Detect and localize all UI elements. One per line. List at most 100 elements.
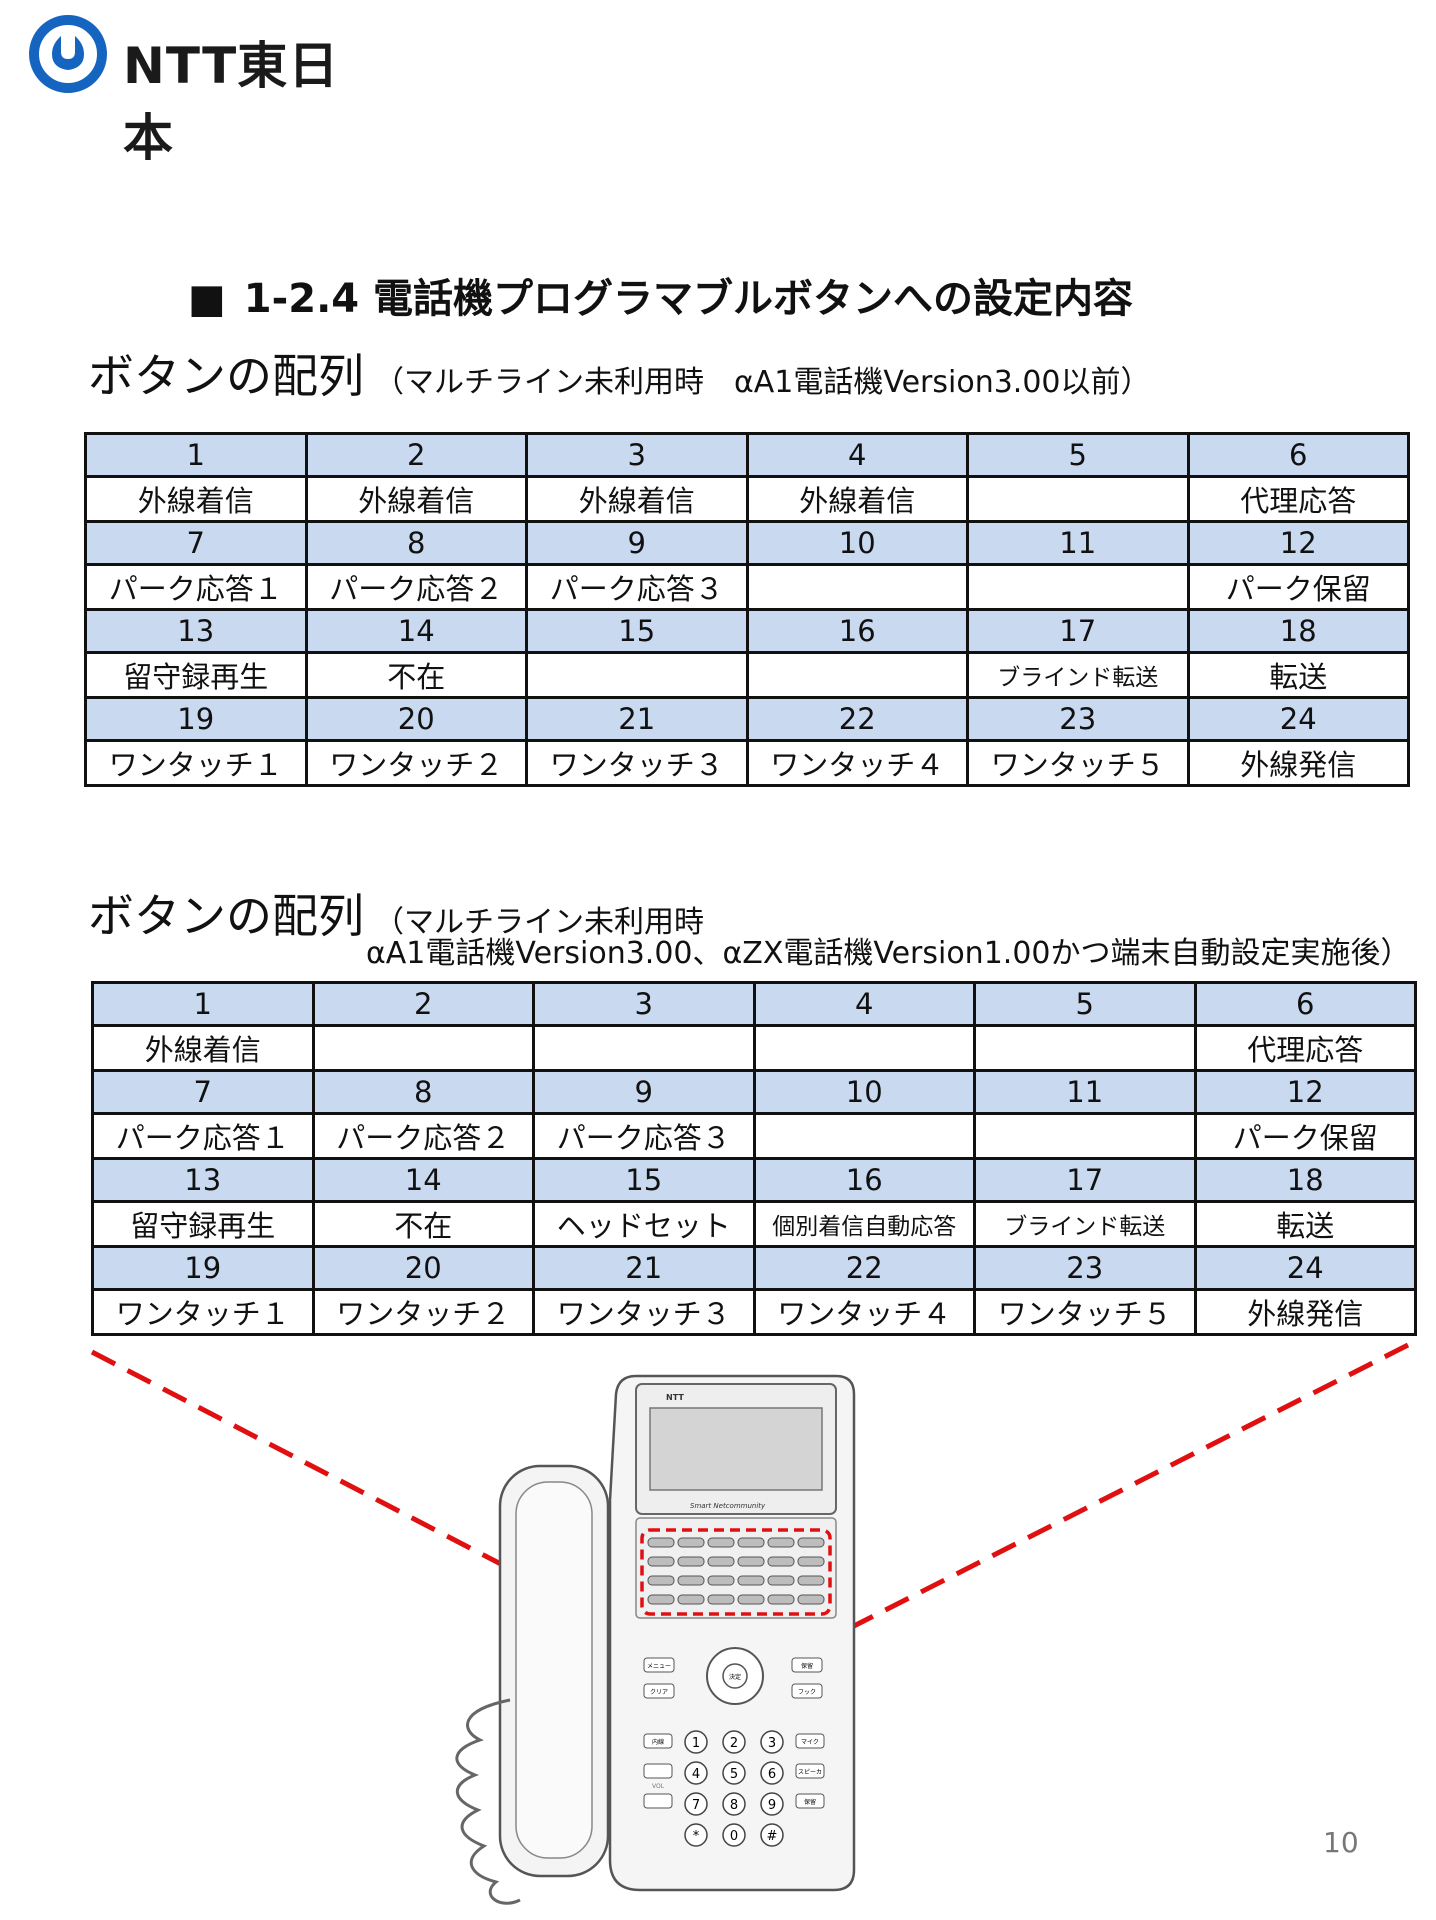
ntt-logo-mark-icon <box>29 15 107 93</box>
dial-key <box>760 1730 784 1754</box>
menu-key-label: メニュー <box>647 1663 671 1670</box>
dial-key <box>684 1761 708 1785</box>
button-label-cell: パーク応答２ <box>304 563 528 611</box>
button-number-cell: 19 <box>91 1245 315 1291</box>
button-number-cell: 15 <box>525 608 749 654</box>
button-label-cell: パーク応答１ <box>84 563 308 611</box>
phone-illustration: NTT Smart Netcommunity メニュー クリア 決定 保留 フッ… <box>455 1374 856 1905</box>
arrangement1-subheading: （マルチライン未利用時 αA1電話機Version3.00以前） <box>374 365 1151 400</box>
programmable-key <box>677 1575 705 1586</box>
programmable-key <box>707 1556 735 1567</box>
button-label-cell: ワンタッチ４ <box>752 1288 976 1336</box>
button-number-cell: 7 <box>84 520 308 566</box>
button-label-cell: 外線着信 <box>91 1024 315 1072</box>
programmable-key <box>677 1594 705 1605</box>
programmable-key <box>767 1575 795 1586</box>
button-label-row: 外線着信外線着信外線着信外線着信代理応答 <box>84 475 1410 523</box>
handset-inner <box>515 1481 593 1859</box>
button-number-cell: 17 <box>973 1157 1197 1203</box>
programmable-key <box>677 1556 705 1567</box>
button-label-cell <box>966 563 1190 611</box>
button-number-cell: 6 <box>1186 432 1410 478</box>
dial-key <box>684 1792 708 1816</box>
button-number-cell: 5 <box>966 432 1190 478</box>
hook-key-label: フック <box>798 1689 816 1696</box>
button-number-cell: 11 <box>966 520 1190 566</box>
dial-key-label: 2 <box>730 1736 738 1751</box>
button-number-cell: 22 <box>745 696 969 742</box>
dial-key <box>684 1823 708 1847</box>
programmable-key <box>707 1537 735 1548</box>
button-number-cell: 20 <box>311 1245 535 1291</box>
button-label-cell: パーク応答３ <box>525 563 749 611</box>
dial-key <box>722 1823 746 1847</box>
button-label-cell: ワンタッチ５ <box>966 739 1190 787</box>
button-label-cell: ワンタッチ４ <box>745 739 969 787</box>
programmable-key <box>797 1575 825 1586</box>
button-label-cell: 外線着信 <box>525 475 749 523</box>
button-label-cell: ワンタッチ１ <box>84 739 308 787</box>
arrangement2-heading: ボタンの配列（マルチライン未利用時 <box>88 880 704 946</box>
button-number-cell: 5 <box>973 981 1197 1027</box>
button-label-cell: パーク応答３ <box>532 1112 756 1160</box>
button-number-cell: 8 <box>304 520 528 566</box>
dial-key-label: 5 <box>730 1767 738 1782</box>
vol-label: VOL <box>652 1783 665 1790</box>
button-number-cell: 14 <box>304 608 528 654</box>
decide-key-label: 決定 <box>729 1673 741 1681</box>
button-label-row: 留守録再生不在ブラインド転送転送 <box>84 651 1410 699</box>
programmable-key <box>767 1537 795 1548</box>
button-number-cell: 22 <box>752 1245 976 1291</box>
button-number-cell: 13 <box>84 608 308 654</box>
naisen-key <box>643 1733 673 1749</box>
dial-key <box>722 1761 746 1785</box>
hold-key <box>791 1657 823 1673</box>
speaker-key-label: スピーカ <box>798 1769 822 1776</box>
decide-key <box>722 1663 748 1689</box>
button-label-cell: 外線着信 <box>84 475 308 523</box>
section-title: ■1-2.4 電話機プログラマブルボタンへの設定内容 <box>188 266 1133 324</box>
callout-line-right <box>840 1342 1410 1635</box>
clear-key-label: クリア <box>650 1689 668 1696</box>
button-number-cell: 24 <box>1186 696 1410 742</box>
dial-key <box>760 1761 784 1785</box>
button-label-cell <box>745 651 969 699</box>
button-number-cell: 20 <box>304 696 528 742</box>
programmable-key <box>797 1556 825 1567</box>
button-label-row: 留守録再生不在ヘッドセット個別着信自動応答ブラインド転送転送 <box>91 1200 1417 1248</box>
button-number-cell: 10 <box>752 1069 976 1115</box>
arrangement2-subheading-line1: （マルチライン未利用時 <box>374 905 704 940</box>
button-label-cell <box>311 1024 535 1072</box>
hook-key <box>791 1683 823 1699</box>
button-number-cell: 1 <box>84 432 308 478</box>
programmable-key <box>797 1594 825 1605</box>
button-label-cell <box>973 1024 1197 1072</box>
button-label-cell: 留守録再生 <box>91 1200 315 1248</box>
button-number-cell: 9 <box>525 520 749 566</box>
button-label-cell: ワンタッチ２ <box>311 1288 535 1336</box>
dial-key <box>760 1823 784 1847</box>
hold2-key-label: 保留 <box>804 1798 816 1806</box>
programmable-key <box>647 1575 675 1586</box>
dial-key-label: 7 <box>692 1798 700 1813</box>
programmable-key <box>737 1594 765 1605</box>
button-number-cell: 7 <box>91 1069 315 1115</box>
button-number-cell: 12 <box>1193 1069 1417 1115</box>
button-label-cell <box>532 1024 756 1072</box>
button-number-cell: 2 <box>311 981 535 1027</box>
button-label-cell: 不在 <box>304 651 528 699</box>
button-number-cell: 8 <box>311 1069 535 1115</box>
button-label-cell: 留守録再生 <box>84 651 308 699</box>
programmable-key <box>647 1556 675 1567</box>
button-number-cell: 3 <box>525 432 749 478</box>
programmable-key <box>737 1537 765 1548</box>
hold2-key <box>795 1793 825 1809</box>
button-number-cell: 3 <box>532 981 756 1027</box>
dial-key-label: 1 <box>692 1736 700 1751</box>
